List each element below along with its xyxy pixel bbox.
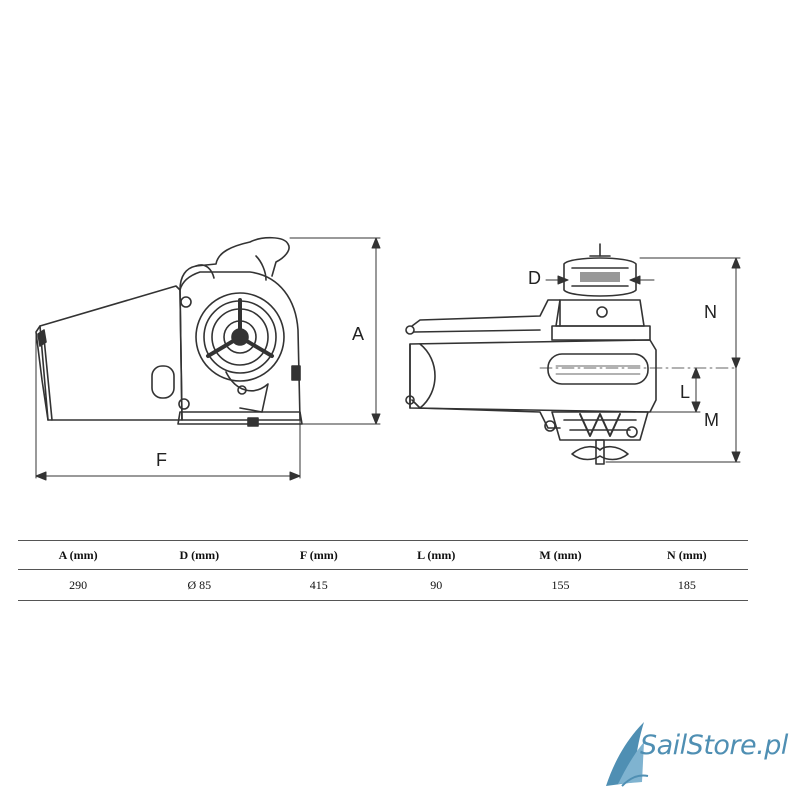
front-view — [405, 243, 736, 465]
label-l: L — [680, 382, 690, 402]
table-cell: Ø 85 — [138, 569, 261, 601]
column-header: F (mm) — [260, 540, 378, 570]
table-row: 290 Ø 85 415 90 155 185 — [18, 569, 748, 601]
side-view — [35, 236, 303, 479]
dimension-f — [35, 471, 301, 481]
label-a: A — [352, 324, 364, 344]
label-d: D — [528, 268, 541, 288]
dimension-l — [647, 367, 701, 413]
table-cell: 290 — [18, 569, 139, 601]
dimension-d — [545, 275, 655, 285]
dimensions-table: A (mm) D (mm) F (mm) L (mm) M (mm) N (mm… — [18, 540, 748, 601]
table-cell: 185 — [625, 569, 748, 601]
label-f: F — [156, 450, 167, 470]
dimension-n — [639, 257, 741, 369]
table-header-row: A (mm) D (mm) F (mm) L (mm) M (mm) N (mm… — [18, 540, 748, 570]
label-m: M — [704, 410, 719, 430]
column-header: A (mm) — [18, 540, 139, 570]
dimension-m — [605, 367, 741, 463]
technical-drawing: A F D N L M — [35, 236, 741, 481]
sailstore-logo-icon — [606, 722, 649, 787]
dimension-a — [289, 237, 381, 425]
column-header: M (mm) — [495, 540, 626, 570]
label-n: N — [704, 302, 717, 322]
column-header: N (mm) — [625, 540, 748, 570]
brand-name: SailStore.pl — [640, 730, 788, 761]
table-cell: 155 — [495, 569, 626, 601]
column-header: D (mm) — [138, 540, 261, 570]
table-cell: 415 — [260, 569, 378, 601]
table-cell: 90 — [377, 569, 496, 601]
column-header: L (mm) — [377, 540, 496, 570]
